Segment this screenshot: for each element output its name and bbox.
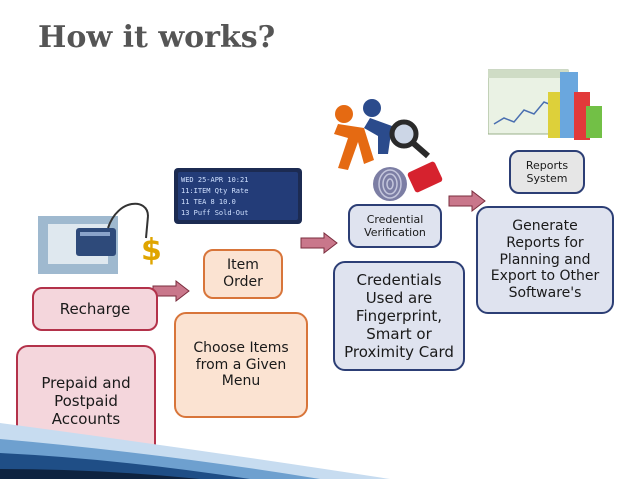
lcd-display-image: WED 25-APR 10:21 11:ITEM Qty Rate 11 TEA… (174, 168, 302, 224)
verification-illustration (334, 99, 443, 201)
arrow-2 (300, 232, 338, 254)
bar-blue (560, 72, 578, 138)
reports-chart-image (488, 69, 602, 140)
choose-items-box: Choose Items from a Given Menu (174, 312, 308, 418)
generate-reports-box: Generate Reports for Planning and Export… (476, 206, 614, 314)
credentials-used-box: Credentials Used are Fingerprint, Smart … (333, 261, 465, 371)
reports-system-box: Reports System (509, 150, 585, 194)
magnifier-icon (389, 119, 419, 149)
item-order-box: Item Order (203, 249, 283, 299)
dollar-icon: $ (141, 233, 162, 268)
lcd-line-1: WED 25-APR 10:21 (181, 176, 248, 184)
recharge-box: Recharge (32, 287, 158, 331)
smart-card-icon (407, 161, 443, 193)
lcd-line-3: 11 TEA 8 10.0 (181, 198, 236, 206)
decorative-swoosh (0, 423, 390, 479)
fingerprint-icon (378, 169, 402, 199)
page-title: How it works? (38, 20, 276, 55)
arrow-3 (448, 190, 486, 212)
recharge-card-image: $ (38, 202, 162, 274)
bar-green (586, 106, 602, 138)
lcd-line-4: 13 Puff Sold-Out (181, 209, 248, 217)
lcd-line-2: 11:ITEM Qty Rate (181, 187, 248, 195)
credential-verification-box: Credential Verification (348, 204, 442, 248)
